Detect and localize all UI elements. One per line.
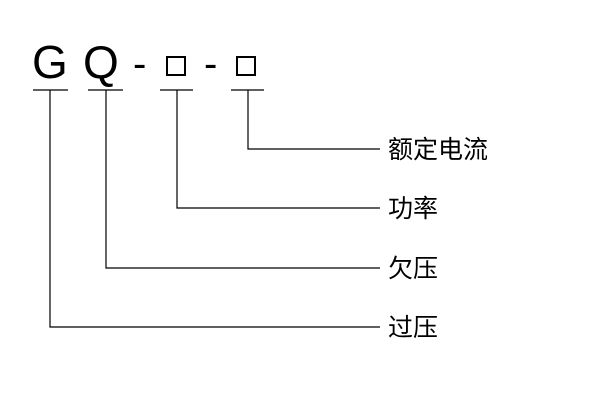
placeholder-box-power	[166, 56, 186, 76]
label-rated-current: 额定电流	[388, 135, 488, 164]
leader-line-undervoltage	[105, 90, 380, 269]
code-letter-g: G	[32, 36, 68, 88]
code-separator-1: -	[133, 42, 146, 86]
code-letter-q: Q	[83, 36, 119, 88]
label-overvoltage: 过压	[388, 313, 438, 342]
placeholder-box-rated-current	[236, 56, 256, 76]
leader-line-overvoltage	[49, 90, 380, 328]
leader-line-rated-current	[247, 90, 380, 150]
label-undervoltage: 欠压	[388, 254, 438, 283]
code-separator-2: -	[204, 42, 217, 86]
label-power: 功率	[388, 194, 438, 223]
leader-line-power	[176, 90, 380, 209]
